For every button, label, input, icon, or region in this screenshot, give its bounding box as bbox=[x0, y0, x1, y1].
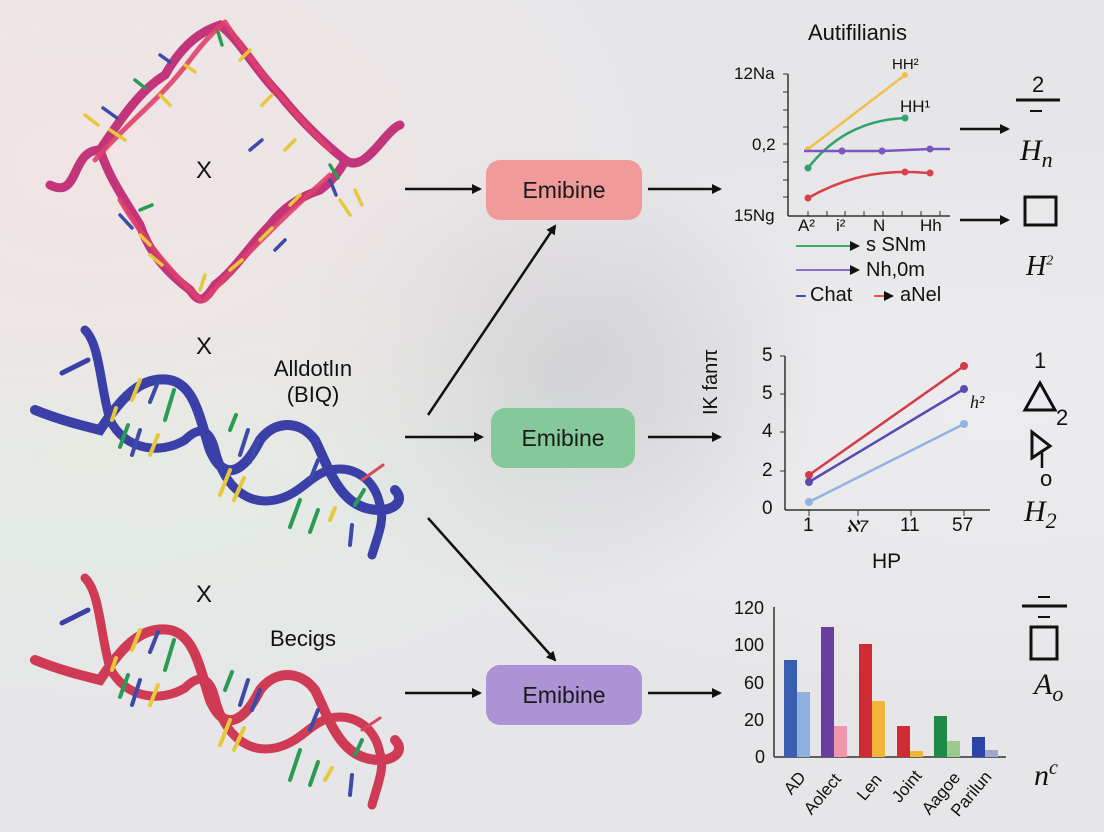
symbol-sub-o: o bbox=[1040, 466, 1053, 491]
chart-top-annotation-1: HH² bbox=[892, 56, 919, 73]
chart-middle-ytick-3: 2 bbox=[762, 460, 773, 481]
chart-middle-xlabel: HP bbox=[872, 550, 902, 573]
chart-top-ytick-mid: 0,2 bbox=[752, 135, 776, 154]
chart-middle-xtick-3: 57 bbox=[952, 515, 974, 536]
dna3-label: Becigs bbox=[269, 626, 337, 651]
chart-top-xtick-3: Hh bbox=[920, 216, 942, 235]
symbol-sub-2: 2 bbox=[1056, 405, 1069, 430]
dna2-label-line2: (BIQ) bbox=[286, 382, 340, 407]
chart-middle-annotation: h² bbox=[970, 392, 985, 412]
chart-bottom-ytick-20: 20 bbox=[744, 710, 765, 730]
dna2-label: Alldotlın (BIQ) bbox=[248, 356, 378, 408]
chart-top-legend-1: s SNm bbox=[866, 234, 926, 256]
chart-middle-plot bbox=[780, 355, 990, 516]
side-symbol-shapes bbox=[1016, 98, 1067, 661]
chart-middle-xtick-0: 1 bbox=[803, 515, 814, 536]
chart-middle-ylabel: IK fanπ bbox=[700, 348, 722, 416]
dna-red-helix-illustration bbox=[30, 573, 404, 810]
chart-middle-xtick-1: ℵ7 bbox=[846, 517, 869, 536]
chart-top-ytick-top: 12Na bbox=[734, 64, 775, 83]
process-box-emibine-green: Emibine bbox=[491, 408, 635, 468]
symbol-h-sub-n: Hn bbox=[1020, 134, 1053, 172]
chart-top-xtick-2: N bbox=[873, 216, 886, 235]
process-box-emibine-purple: Emibine bbox=[486, 665, 642, 725]
chart-top-legend-lines bbox=[796, 241, 894, 301]
dna3-x-marker: X bbox=[196, 581, 213, 608]
dna-blue-helix-illustration bbox=[30, 325, 404, 560]
arrow-diag-down bbox=[427, 517, 557, 662]
symbol-h-squared: H2 bbox=[1026, 251, 1054, 282]
chart-middle-ytick-2: 4 bbox=[762, 421, 773, 442]
chart-top-ytick-bottom: 15Ng bbox=[734, 206, 775, 225]
chart-top-title: Autifilianis bbox=[808, 20, 908, 45]
chart-bottom-ytick-60: 60 bbox=[744, 673, 765, 693]
chart-top-xtick-0: A² bbox=[798, 216, 815, 235]
chart-top-legend-2: Nh,0m bbox=[866, 259, 925, 281]
symbol-a-sub-o: Ao bbox=[1034, 668, 1064, 706]
chart-middle-ytick-4: 0 bbox=[762, 498, 773, 519]
chart-top-legend-4: aNel bbox=[900, 284, 942, 306]
chart-bottom-ytick-0: 0 bbox=[755, 747, 766, 767]
process-box-emibine-red: Emibine bbox=[486, 160, 642, 220]
chart-middle-xtick-2: 11 bbox=[900, 515, 920, 536]
dna-circular-illustration bbox=[45, 19, 405, 304]
chart-top-plot bbox=[783, 72, 950, 217]
chart-bottom-ytick-120: 120 bbox=[734, 598, 765, 618]
chart-bottom-plot bbox=[773, 607, 1006, 758]
chart-bottom-ytick-100: 100 bbox=[734, 635, 765, 655]
symbol-numeral-1: 1 bbox=[1034, 348, 1047, 373]
dna2-label-line1: Alldotlın bbox=[273, 356, 353, 381]
chart-top-annotation-2: HH¹ bbox=[900, 97, 931, 116]
chart-top-xtick-1: i² bbox=[836, 216, 846, 235]
dna1-x-marker: X bbox=[196, 157, 213, 184]
arrow-diag-up bbox=[426, 224, 557, 416]
chart-middle-ytick-0: 5 bbox=[762, 345, 773, 366]
chart-middle-ytick-1: 5 bbox=[762, 383, 773, 404]
symbol-h-sub-2: H2 bbox=[1024, 495, 1057, 533]
symbol-n-sup-c: nc bbox=[1034, 757, 1058, 792]
symbol-top-numeral-2: 2 bbox=[1032, 72, 1045, 97]
dna2-x-marker: X bbox=[196, 333, 213, 360]
chart-top-legend-3: Chat bbox=[810, 284, 853, 306]
